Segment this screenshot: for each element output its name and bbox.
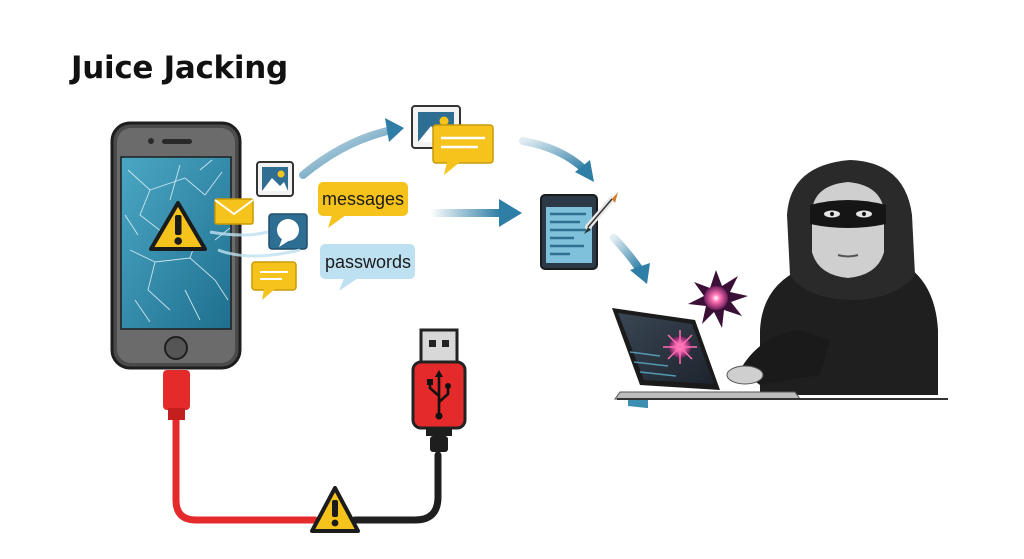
cable-warning-icon (310, 486, 360, 533)
smartphone-icon (110, 121, 242, 370)
document-icon (540, 192, 618, 270)
pen-icon (584, 192, 618, 234)
message-bubble-icon (251, 261, 297, 300)
messages-label: messages (322, 189, 404, 209)
page-title: Juice Jacking (71, 50, 288, 86)
usb-plug-icon (411, 328, 467, 452)
usb-cable (163, 370, 442, 524)
image-icon (256, 161, 294, 197)
chat-bubble-icon (268, 213, 308, 250)
passwords-label: passwords (325, 252, 411, 272)
stolen-photos-icon (411, 105, 494, 175)
explosion-burst-icon (688, 270, 748, 328)
hooded-hacker-icon (726, 160, 938, 395)
messages-label-bubble: messages (318, 182, 408, 228)
laptop-icon (612, 308, 948, 409)
envelope-icon (214, 198, 254, 225)
screen-burst-icon (663, 330, 697, 364)
warning-icon (149, 201, 207, 251)
passwords-label-bubble: passwords (320, 244, 415, 291)
data-flow-arrows (299, 118, 650, 284)
